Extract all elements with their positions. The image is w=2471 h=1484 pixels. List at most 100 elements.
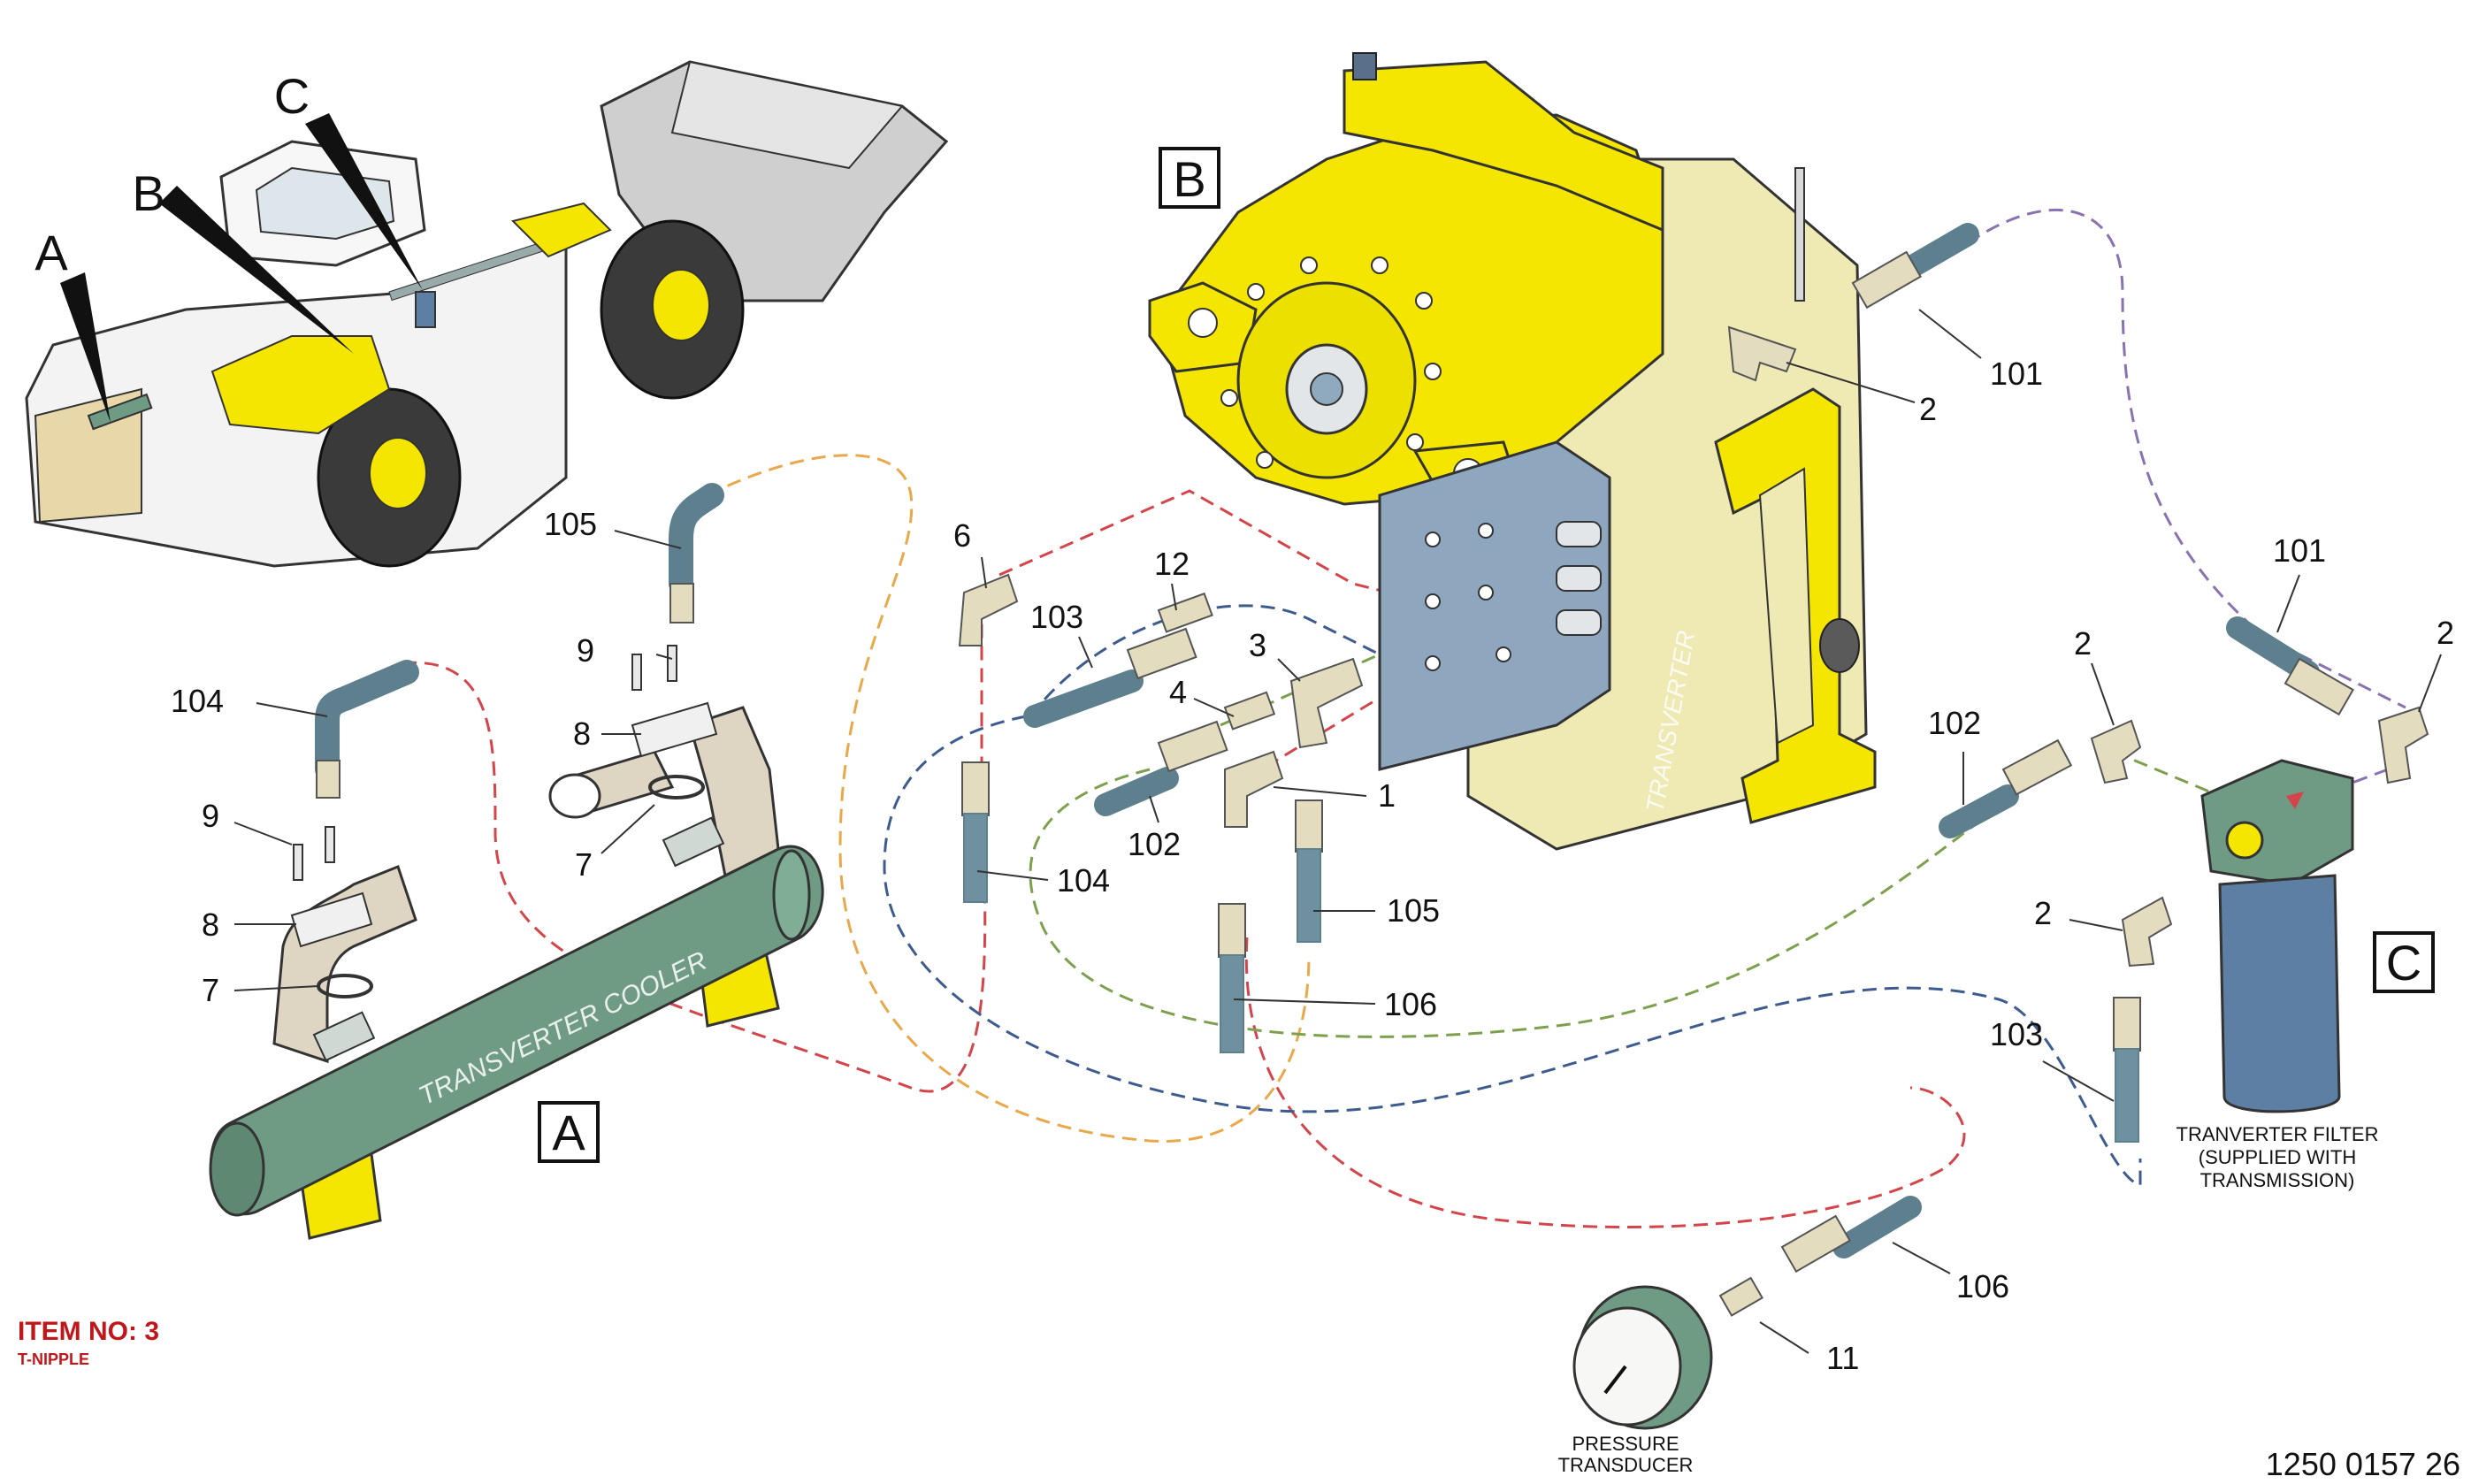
bracket-slot <box>1758 467 1815 745</box>
line-purple <box>1967 208 2406 709</box>
fitting-4 <box>1223 691 1276 731</box>
gauge-caption-1: PRESSURE <box>1572 1433 1679 1455</box>
loader-transmission <box>210 335 391 435</box>
line-green <box>1029 768 1991 1038</box>
converter-shaft <box>1310 372 1343 406</box>
label-9-left: 9 <box>202 798 219 834</box>
elbow-2-transverter <box>1727 325 1797 382</box>
elbow-1 <box>1224 750 1284 828</box>
hose-105-mid <box>1297 848 1321 943</box>
item-title: ITEM NO: 3 <box>18 1317 159 1346</box>
label-101-lower: 101 <box>2273 532 2326 569</box>
hose-103-mid-end <box>1126 627 1197 680</box>
fitting-12 <box>1157 592 1213 633</box>
filler-cap <box>1819 618 1860 673</box>
transverter-top-block <box>1343 60 1664 233</box>
cooler-end-cap <box>209 1121 265 1217</box>
section-b-box: B <box>1159 147 1220 209</box>
middle-hoses <box>958 573 1364 1053</box>
elbow-2-lower <box>2121 896 2173 968</box>
breather <box>1352 52 1377 80</box>
label-102-right: 102 <box>1928 705 1981 741</box>
filter-arrow <box>2286 792 2304 809</box>
leader-lines <box>233 309 2442 1354</box>
clamp-right <box>631 701 718 758</box>
label-7-left: 7 <box>202 972 219 1008</box>
loader-cooler <box>87 393 153 431</box>
loader-illustration: A B C <box>25 60 949 568</box>
hose-103-right <box>2115 1048 2139 1143</box>
label-106-mid: 106 <box>1384 986 1437 1022</box>
hose-101-lower-end <box>2284 657 2354 716</box>
loader-hub-front <box>369 437 427 509</box>
filter-caption-1: TRANVERTER FILTER <box>2176 1123 2379 1145</box>
label-103-right: 103 <box>1990 1016 2043 1052</box>
section-a-letter: A <box>552 1105 585 1160</box>
section-a-box: A <box>538 1101 600 1163</box>
label-8-right: 8 <box>573 715 591 752</box>
gauge-caption-2: TRANSDUCER <box>1558 1454 1694 1476</box>
valve-block-ports <box>1425 523 1511 671</box>
hose-104-mid-end <box>961 761 990 816</box>
filter-bowl <box>2218 874 2341 1113</box>
cooler-flange-right <box>662 816 725 868</box>
label-6: 6 <box>953 517 971 554</box>
cooler-hoses <box>315 483 724 799</box>
label-9-right: 9 <box>577 632 594 669</box>
label-1: 1 <box>1378 777 1396 814</box>
label-2-transverter: 2 <box>1919 391 1937 427</box>
hose-106-mid-end <box>1218 903 1246 958</box>
line-navy <box>883 715 2142 1187</box>
loader-bucket-inner <box>670 60 904 170</box>
callout-pointer-c <box>305 113 423 290</box>
filter-caption-2: (SUPPLIED WITH <box>2199 1146 2356 1168</box>
elbow-2-right <box>2377 706 2429 784</box>
label-104-cooler: 104 <box>171 683 224 719</box>
label-106-lower: 106 <box>1956 1268 2009 1304</box>
line-orange <box>707 454 1311 1143</box>
tee-3 <box>1289 657 1364 749</box>
hose-106-lower <box>1832 1196 1922 1258</box>
callout-numbers: 101 2 101 2 2 102 2 103 106 11 6 12 103 … <box>171 356 2454 1376</box>
line-purple-filter <box>2316 768 2389 798</box>
hose-106-mid <box>1220 954 1244 1053</box>
label-3: 3 <box>1249 627 1266 663</box>
fitting-11 <box>1718 1276 1764 1317</box>
filter-head <box>2200 759 2354 886</box>
gauge-needle <box>1603 1365 1627 1395</box>
line-red-gauge <box>1244 937 1966 1228</box>
label-104-mid: 104 <box>1057 862 1110 899</box>
item-subtitle: T-NIPPLE <box>18 1350 89 1368</box>
loader-hub-rear <box>652 269 710 341</box>
cooler-end-far <box>772 849 811 941</box>
hose-102-mid <box>1094 767 1179 816</box>
cooler-inlet-opening <box>548 773 601 819</box>
hose-104-mid <box>963 813 988 903</box>
filter-inlet <box>2225 821 2264 860</box>
label-7-right: 7 <box>575 846 593 883</box>
hose-102-right <box>1939 784 2019 838</box>
section-b-letter: B <box>1173 151 1205 207</box>
section-c-box: C <box>2373 931 2435 993</box>
hose-102-mid-end <box>1157 720 1228 773</box>
pressure-transducer: PRESSURE TRANSDUCER <box>1558 1285 1713 1476</box>
callout-pointer-b <box>159 186 354 354</box>
loader-axle <box>511 202 612 258</box>
label-8-left: 8 <box>202 906 219 943</box>
label-2-lower: 2 <box>2034 895 2052 931</box>
dipstick-tube <box>1794 167 1805 302</box>
label-105-mid: 105 <box>1387 892 1440 929</box>
transverter-filter: TRANVERTER FILTER (SUPPLIED WITH TRANSMI… <box>2176 759 2379 1191</box>
cooler-flange-left <box>312 1011 376 1062</box>
hose-105-cooler <box>669 483 724 596</box>
section-c-letter: C <box>2386 935 2421 991</box>
label-12: 12 <box>1154 546 1190 582</box>
label-105-cooler: 105 <box>544 506 597 542</box>
valve-solenoids <box>1556 521 1602 636</box>
hose-103-mid <box>1023 669 1144 728</box>
hose-106-lower-end <box>1780 1214 1851 1274</box>
filter-caption-3: TRANSMISSION) <box>2200 1169 2355 1191</box>
loader-callout-c: C <box>274 68 310 124</box>
hose-103-right-end <box>2113 997 2141 1052</box>
transverter-assembly: TRANSVERTER <box>1148 52 1877 851</box>
